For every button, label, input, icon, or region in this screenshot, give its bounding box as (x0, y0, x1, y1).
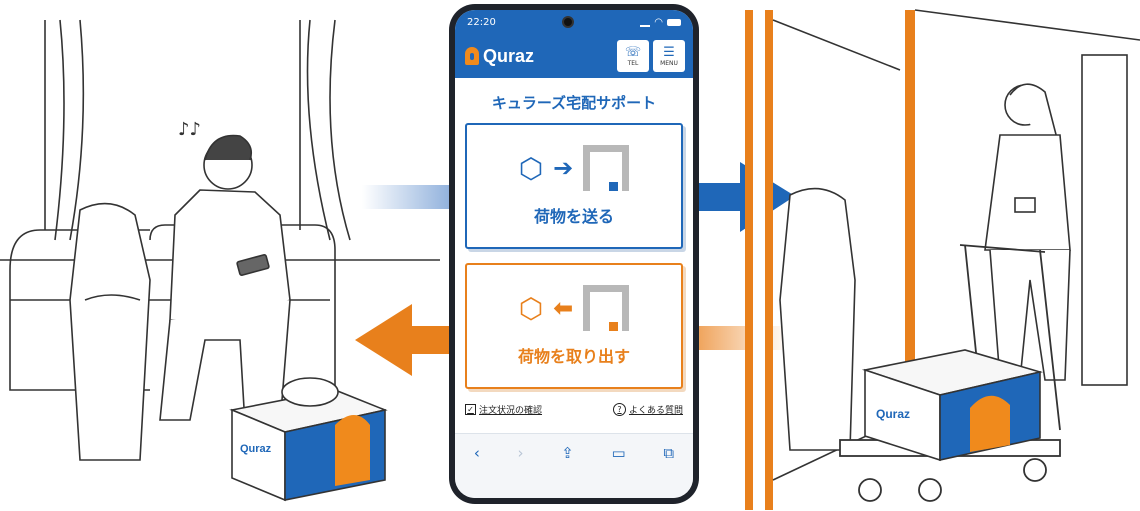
battery-icon (667, 18, 681, 26)
send-package-label: 荷物を送る (533, 207, 614, 226)
tel-label: TEL (627, 59, 639, 67)
order-status-link[interactable]: ✓ 注文状況の確認 (465, 403, 542, 416)
flow-band-orange (699, 326, 789, 350)
share-icon[interactable]: ⇪ (561, 444, 574, 462)
browser-toolbar: ‹ › ⇪ ▭ ⧉ (455, 433, 693, 498)
golf-bag-left (69, 202, 151, 461)
app-header: Quraz ☏ TEL ☰ MENU (455, 34, 693, 78)
faq-text: よくある質問 (628, 406, 683, 416)
storage-locker-icon (583, 285, 630, 331)
status-icons: ◠ (640, 17, 681, 28)
arrow-left-icon (355, 304, 452, 376)
retrieve-package-label: 荷物を取り出す (517, 347, 630, 366)
order-status-text: 注文状況の確認 (479, 406, 543, 416)
page-title: キュラーズ宅配サポート (491, 94, 657, 112)
back-icon[interactable]: ‹ (473, 444, 480, 462)
retrieve-illustration: ⬡ ⬅ (519, 285, 630, 331)
footer-links: ✓ 注文状況の確認 ? よくある質問 (455, 403, 693, 416)
wifi-icon: ◠ (654, 16, 663, 28)
svg-text:♪♪: ♪♪ (178, 119, 201, 140)
arrow-right-small-icon: ➔ (553, 154, 574, 182)
camera-icon (562, 16, 575, 28)
storage-locker-icon (583, 145, 630, 191)
send-illustration: ⬡ ➔ (519, 145, 630, 191)
phone-icon: ☏ (624, 44, 642, 60)
keyhole-icon (465, 47, 479, 65)
question-icon: ? (612, 403, 626, 416)
quraz-logo[interactable]: Quraz (465, 46, 534, 67)
package-icon: ⬡ (518, 151, 544, 185)
man-illustration: ♪♪ (159, 119, 291, 426)
box-logo-left: Quraz (240, 443, 272, 455)
smartphone: 22:20 ◠ Quraz ☏ TEL ☰ MENU (449, 4, 699, 504)
logo-text: Quraz (483, 45, 535, 66)
bookmarks-icon[interactable]: ▭ (611, 444, 626, 462)
status-bar: 22:20 ◠ (455, 10, 693, 34)
checkbox-icon: ✓ (465, 404, 476, 415)
flow-band-blue (362, 185, 452, 209)
retrieve-package-button[interactable]: ⬡ ⬅ 荷物を取り出す (465, 263, 683, 389)
faq-link[interactable]: ? よくある質問 (612, 403, 683, 416)
right-room (745, 9, 1140, 510)
delivery-box-right (861, 349, 1044, 462)
golf-bag-right (779, 187, 856, 451)
delivery-box-left (229, 377, 388, 502)
arrow-left-small-icon: ⬅ (553, 294, 574, 322)
send-package-button[interactable]: ⬡ ➔ 荷物を送る (465, 123, 683, 249)
status-time: 22:20 (467, 16, 496, 28)
tabs-icon[interactable]: ⧉ (663, 444, 675, 462)
menu-button[interactable]: ☰ MENU (653, 40, 685, 72)
list-menu-icon: ☰ (663, 44, 675, 60)
signal-icon (640, 18, 651, 27)
forward-icon[interactable]: › (517, 444, 524, 462)
header-buttons: ☏ TEL ☰ MENU (617, 40, 685, 72)
box-logo-right: Quraz (876, 407, 910, 421)
menu-label: MENU (660, 59, 678, 67)
package-icon: ⬡ (518, 291, 544, 325)
staff-illustration (984, 83, 1071, 381)
phone-screen: 22:20 ◠ Quraz ☏ TEL ☰ MENU (455, 10, 693, 498)
tel-button[interactable]: ☏ TEL (617, 40, 649, 72)
